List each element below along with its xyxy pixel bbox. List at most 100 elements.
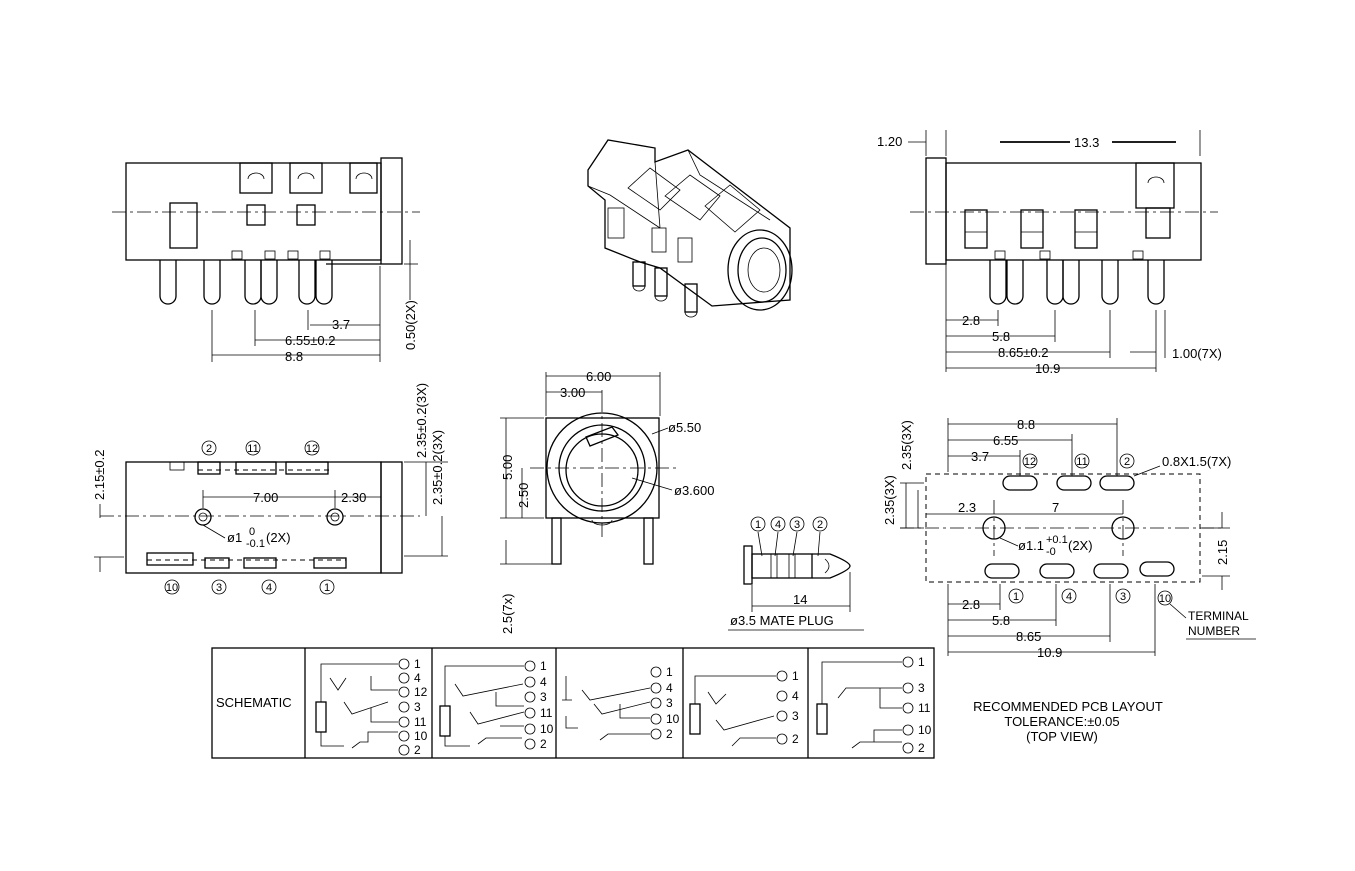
schematic-pin: 10 [540, 722, 554, 736]
dim-2-15: 2.15±0.2 [92, 449, 107, 500]
pin-labels-top: 2 11 12 [201, 440, 320, 456]
terminal-label-1: TERMINAL [1188, 609, 1249, 623]
plug-caption: ø3.5 MATE PLUG [730, 613, 834, 628]
pcb-dim-2-15: 2.15 [1215, 540, 1230, 565]
schematic-pin: 3 [792, 709, 799, 723]
dim-0-50: 0.50(2X) [403, 300, 418, 350]
pcb-hole-count: (2X) [1068, 538, 1093, 553]
schematic-pin: 2 [792, 732, 799, 746]
schematic-pin: 4 [792, 689, 799, 703]
pcb-dim-3-7: 3.7 [971, 449, 989, 464]
side-view-right: 1.20 13.3 2.8 5.8 8.65±0.2 10.9 1.00(7X) [877, 130, 1222, 376]
pcb-pin-label: 10 [1159, 593, 1171, 605]
schematic-table: SCHEMATIC 1 4 12 3 11 10 2 [211, 647, 935, 759]
pcb-dim-8-8: 8.8 [1017, 417, 1035, 432]
pin-label: 2 [206, 443, 212, 455]
dim-13-3: 13.3 [1074, 135, 1099, 150]
front-view: 6.00 3.00 5.00 2.50 2.5(7x) ø5.50 ø3.600 [500, 369, 714, 634]
pcb-pin-labels-bottom: 1 4 3 10 [1008, 588, 1173, 606]
plug-pin-label: 1 [755, 519, 761, 531]
schematic-pin: 3 [666, 696, 673, 710]
schematic-pin: 1 [792, 669, 799, 683]
pcb-caption-3: (TOP VIEW) [1026, 729, 1098, 744]
schematic-pin: 2 [414, 743, 421, 757]
schematic-pin: 11 [918, 701, 931, 715]
pcb-dim-8-65: 8.65 [1016, 629, 1041, 644]
schematic-pin: 3 [414, 700, 421, 714]
dim-14: 14 [793, 592, 807, 607]
schematic-pin: 11 [414, 715, 427, 729]
schematic-pin: 10 [414, 729, 428, 743]
dim-2-8: 2.8 [962, 313, 980, 328]
schematic-pin: 2 [918, 741, 925, 755]
schematic-pin: 4 [666, 681, 673, 695]
dim-5-00: 5.00 [500, 455, 515, 480]
dim-8-65: 8.65±0.2 [998, 345, 1049, 360]
schematic-pin: 10 [918, 723, 932, 737]
dim-5-8: 5.8 [992, 329, 1010, 344]
pin-label: 1 [324, 582, 330, 594]
pin-label: 4 [266, 582, 272, 594]
pin-label: 12 [306, 443, 318, 455]
schematic-cell-3: 1 4 3 10 2 [562, 665, 680, 741]
pin-labels-bottom: 10 3 4 1 [164, 579, 335, 595]
bottom-view: 7.00 2.30 ø1 0 -0.1 (2X) 2.15±0.2 2.35±0… [92, 383, 448, 595]
pcb-dim-5-8: 5.8 [992, 613, 1010, 628]
dim-2-5-7x: 2.5(7x) [500, 594, 515, 634]
schematic-pin: 1 [666, 665, 673, 679]
pin-label: 11 [247, 443, 258, 455]
pcb-dim-7: 7 [1052, 500, 1059, 515]
schematic-cell-1: 1 4 12 3 11 10 2 [315, 657, 428, 757]
pcb-layout: 8.8 6.55 3.7 0.8X1.5(7X) 2.35(3X) 2.35(3… [882, 417, 1256, 744]
dim-2-35-b: 2.35±0.2(3X) [430, 430, 445, 505]
pcb-caption-1: RECOMMENDED PCB LAYOUT [973, 699, 1163, 714]
schematic-pin: 1 [540, 659, 547, 673]
dim-7-00: 7.00 [253, 490, 278, 505]
plug-pin-label: 3 [794, 519, 800, 531]
pcb-pin-label: 1 [1013, 591, 1019, 603]
hole-tol-lower: -0.1 [246, 538, 265, 550]
side-view-left: 3.7 6.55±0.2 8.8 0.50(2X) [112, 157, 420, 364]
pcb-pin-label: 4 [1066, 591, 1072, 603]
dim-1-20: 1.20 [877, 134, 902, 149]
dim-1-00: 1.00(7X) [1172, 346, 1222, 361]
dim-2-50: 2.50 [516, 483, 531, 508]
pcb-hole-dia: ø1.1 [1018, 538, 1044, 553]
plug-pin-label: 4 [775, 519, 781, 531]
schematic-pin: 3 [540, 690, 547, 704]
dim-3-7: 3.7 [332, 317, 350, 332]
plug-pin-label: 2 [817, 519, 823, 531]
dim-6-55: 6.55±0.2 [285, 333, 336, 348]
pcb-dim-2-3: 2.3 [958, 500, 976, 515]
schematic-pin: 4 [414, 671, 421, 685]
dim-3-600: ø3.600 [674, 483, 714, 498]
schematic-pin: 1 [918, 655, 925, 669]
dim-5-50: ø5.50 [668, 420, 701, 435]
dim-6-00: 6.00 [586, 369, 611, 384]
pcb-dim-2-35-b: 2.35(3X) [899, 420, 914, 470]
pin-label: 3 [216, 582, 222, 594]
pcb-pin-label: 2 [1124, 456, 1130, 468]
terminal-label-2: NUMBER [1188, 624, 1240, 638]
pcb-pin-label: 12 [1024, 456, 1036, 468]
dim-2-30: 2.30 [341, 490, 366, 505]
iso-view [587, 139, 793, 318]
pin-label: 10 [166, 582, 178, 594]
schematic-pin: 10 [666, 712, 680, 726]
schematic-pin: 4 [540, 675, 547, 689]
dim-2-35-a: 2.35±0.2(3X) [414, 383, 429, 458]
dim-3-00: 3.00 [560, 385, 585, 400]
schematic-pin: 3 [918, 681, 925, 695]
schematic-pin: 2 [666, 727, 673, 741]
schematic-label: SCHEMATIC [216, 695, 292, 710]
mate-plug: 1 4 3 2 14 ø3.5 MATE PLUG [728, 516, 864, 631]
pcb-pin-label: 11 [1076, 456, 1087, 468]
slot-note: 0.8X1.5(7X) [1162, 454, 1231, 469]
schematic-cell-5: 1 3 11 10 2 [816, 655, 932, 755]
schematic-pin: 1 [414, 657, 421, 671]
schematic-pin: 11 [540, 706, 553, 720]
pcb-caption-2: TOLERANCE:±0.05 [1004, 714, 1119, 729]
pcb-pin-labels-top: 12 11 2 [1022, 453, 1135, 469]
pcb-dim-2-35-a: 2.35(3X) [882, 475, 897, 525]
